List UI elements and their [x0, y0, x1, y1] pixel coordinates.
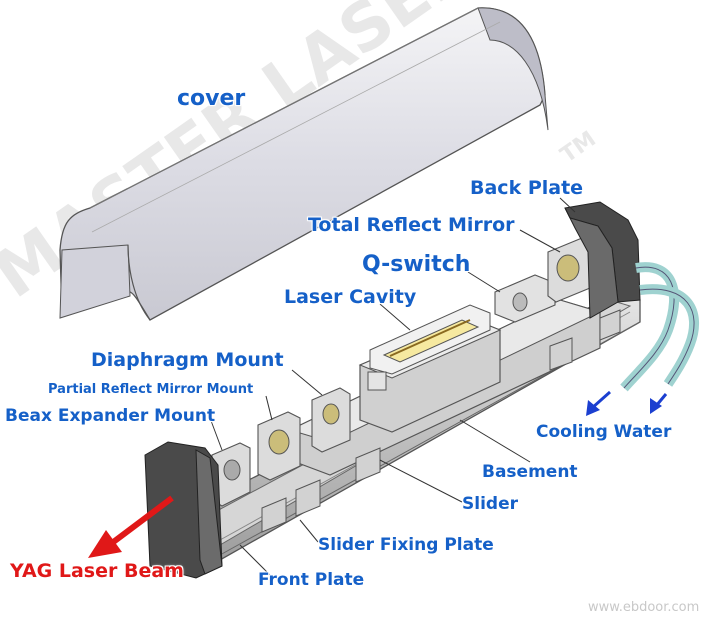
leader-lines — [209, 197, 576, 576]
label-front-plate: Front Plate — [258, 570, 365, 590]
yag-beam-arrow — [88, 495, 174, 558]
beam-expander-mount-part — [211, 442, 251, 507]
back-plate-part — [564, 201, 641, 319]
label-basement: Basement — [482, 462, 578, 482]
label-cooling-water: Cooling Water — [536, 422, 672, 442]
label-slider-fixing-plate: Slider Fixing Plate — [318, 535, 494, 555]
label-beam-expander-mount: Beax Expander Mount — [5, 406, 216, 426]
label-yag-laser-beam: YAG Laser Beam — [10, 560, 184, 582]
partial-reflect-mirror-part — [257, 411, 301, 481]
cooling-water-arrows — [586, 390, 668, 416]
label-q-switch: Q-switch — [362, 252, 471, 277]
label-diaphragm-mount: Diaphragm Mount — [91, 349, 284, 371]
label-slider: Slider — [462, 494, 518, 514]
label-back-plate: Back Plate — [470, 177, 584, 199]
label-cover: cover — [177, 86, 246, 111]
diaphragm-mount-part — [311, 387, 351, 453]
credit-text: www.ebdoor.com — [588, 600, 700, 615]
label-total-reflect-mirror: Total Reflect Mirror — [308, 214, 515, 236]
label-laser-cavity: Laser Cavity — [284, 286, 417, 308]
cover-part — [59, 7, 549, 321]
label-partial-reflect-mirror-mount: Partial Reflect Mirror Mount — [48, 382, 254, 397]
cooling-pipes — [620, 262, 699, 392]
laser-cavity-part — [358, 304, 502, 433]
front-plate-part — [144, 441, 223, 579]
q-switch-part — [494, 274, 556, 323]
slider-blocks — [261, 309, 621, 533]
total-reflect-mirror-part — [547, 237, 591, 303]
